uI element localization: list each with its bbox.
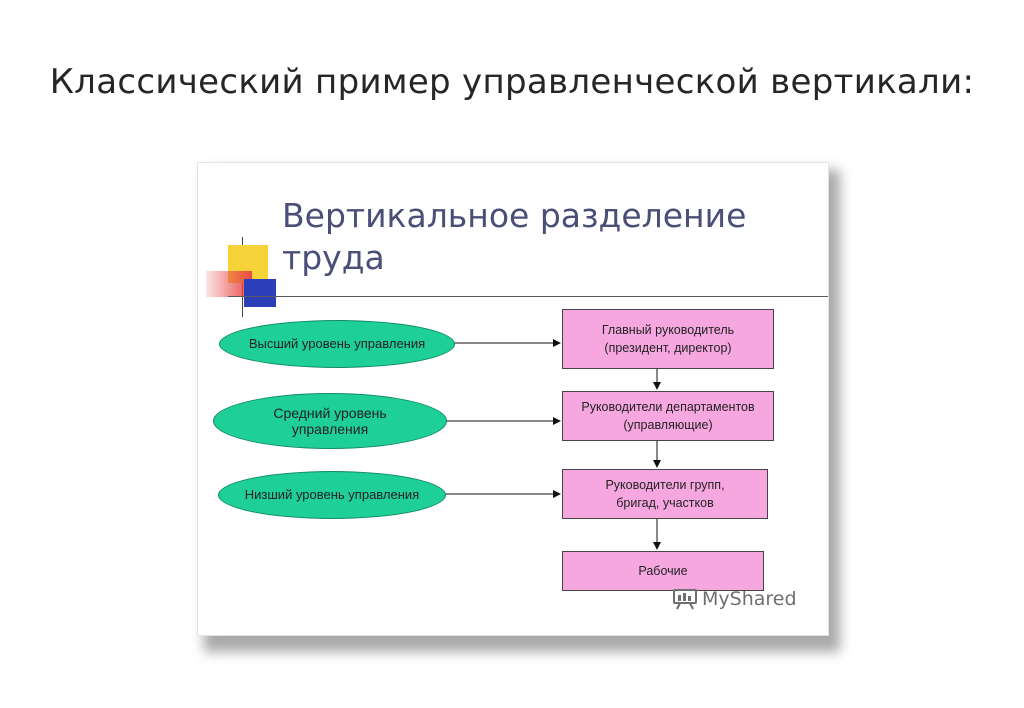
slide-title-line-1: Вертикальное разделение: [282, 196, 747, 235]
watermark: MyShared: [672, 588, 797, 610]
connector-arrows: [444, 339, 661, 550]
slide-title-line-2: труда: [282, 238, 385, 277]
level-ellipse-top: Высший уровень управления: [219, 320, 455, 368]
level-ellipse-middle: Средний уровень управления: [213, 393, 447, 449]
watermark-text: MyShared: [702, 588, 797, 610]
position-box-department-heads: Руководители департаментов (управляющие): [562, 391, 774, 441]
position-box-group-leaders: Руководители групп, бригад, участков: [562, 469, 768, 519]
decor-blue-square: [244, 279, 276, 307]
position-box-workers: Рабочие: [562, 551, 764, 591]
level-ellipse-bottom: Низший уровень управления: [218, 471, 446, 519]
slide-image: Вертикальное разделение труда Высший уро…: [197, 162, 829, 636]
position-box-director: Главный руководитель (президент, директо…: [562, 309, 774, 369]
page-title: Классический пример управленческой верти…: [49, 62, 975, 102]
title-divider: [228, 296, 828, 297]
slide-title: Вертикальное разделение труда: [282, 195, 802, 279]
presentation-board-icon: [673, 589, 697, 610]
